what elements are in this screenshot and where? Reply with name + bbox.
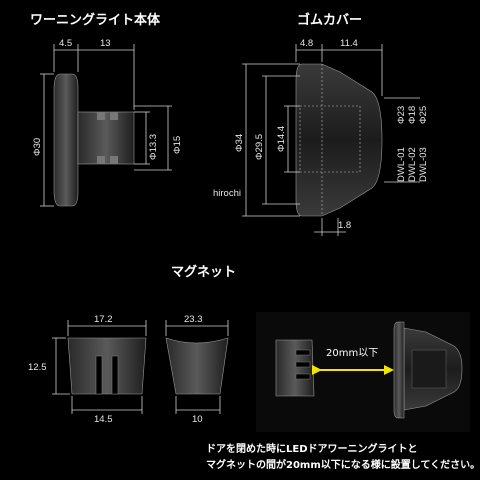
- model-dia-3: Φ25: [418, 106, 429, 124]
- model-name-1: DWL-01: [396, 147, 407, 182]
- warning-light-title: ワーニングライト本体: [30, 12, 161, 28]
- dim-4-5: 4.5: [59, 38, 72, 49]
- install-note-line-2: マグネットの間が20mm以下になる様に設置してください。: [206, 458, 480, 471]
- dim-phi-13-3: Φ13.3: [148, 134, 159, 160]
- dim-phi-30: Φ30: [32, 138, 43, 156]
- rubber-cover-title: ゴムカバー: [297, 12, 362, 28]
- warning-light-drawing: [40, 44, 172, 207]
- dim-phi-15: Φ15: [172, 136, 183, 154]
- dim-phi-29-5: Φ29.5: [254, 134, 265, 160]
- model-list: DWL-01 Φ23 DWL-02 Φ18 DWL-03 Φ25: [396, 106, 429, 182]
- model-name-3: DWL-03: [418, 147, 429, 182]
- gap-label: 20mm以下: [326, 348, 378, 359]
- dim-11-4: 11.4: [340, 38, 358, 49]
- magnet-title: マグネット: [171, 264, 236, 280]
- model-dia-1: Φ23: [396, 106, 407, 124]
- dim-phi-34: Φ34: [234, 134, 245, 152]
- installation-diagram: [256, 312, 470, 432]
- rubber-cover-drawing: [242, 44, 420, 236]
- dim-23-3: 23.3: [184, 314, 203, 325]
- dim-17-2: 17.2: [94, 314, 113, 325]
- model-dia-2: Φ18: [407, 106, 418, 124]
- dim-13: 13: [100, 38, 111, 49]
- watermark: hirochi: [213, 188, 241, 199]
- magnet-front-drawing: [52, 320, 147, 414]
- model-name-2: DWL-02: [407, 147, 418, 182]
- dim-4-8: 4.8: [300, 38, 313, 49]
- dim-14-5: 14.5: [94, 414, 113, 425]
- dim-10: 10: [192, 414, 203, 425]
- magnet-side-drawing: [165, 320, 229, 414]
- install-note-line-1: ドアを閉めた時にLEDドアワーニングライトと: [206, 442, 418, 455]
- dim-1-8: 1.8: [338, 220, 351, 231]
- dim-phi-14-4: Φ14.4: [276, 126, 287, 152]
- dim-12-5: 12.5: [28, 362, 47, 373]
